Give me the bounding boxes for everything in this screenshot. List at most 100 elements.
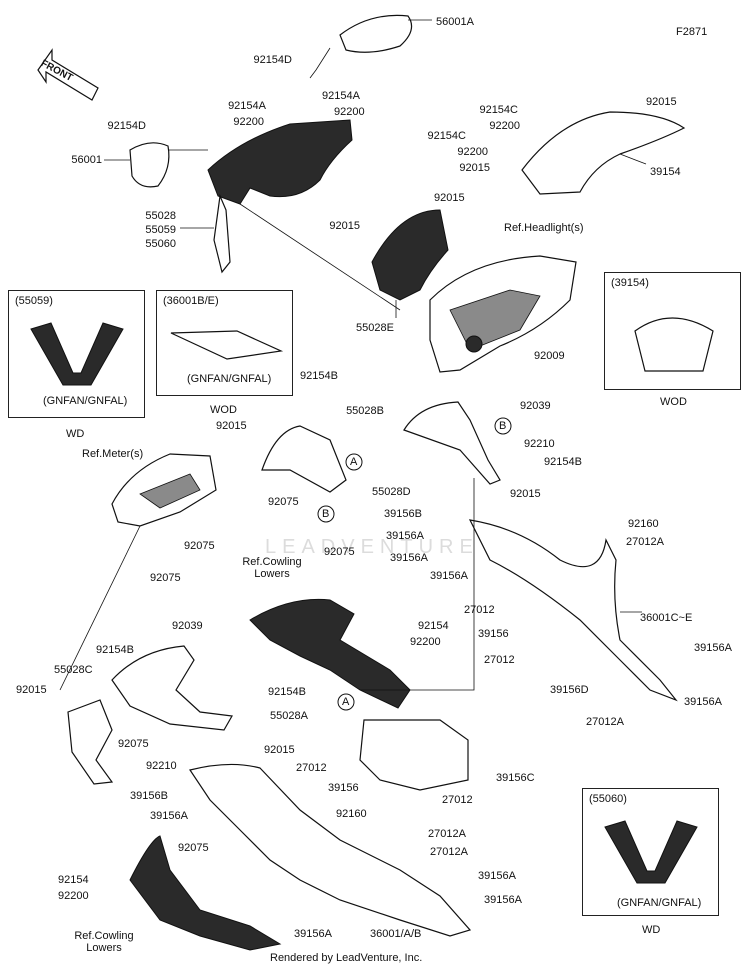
part-label: 92015	[434, 192, 465, 204]
part-label: 92154D	[107, 120, 146, 132]
part-label: 39156A	[294, 928, 332, 940]
inset-note: (GNFAN/GNFAL)	[43, 395, 128, 407]
part-label: 92015	[16, 684, 47, 696]
inner-panel-55028d	[261, 425, 363, 523]
part-label: 36001/A/B	[370, 928, 422, 940]
part-label: 36001C~E	[640, 612, 693, 624]
cowl-piece-icon	[604, 820, 698, 884]
part-label: 92200	[457, 146, 488, 158]
part-label: 55028B	[346, 405, 384, 417]
watermark: LEADVENTURE	[265, 536, 479, 558]
side-cowl-36001c	[468, 519, 678, 702]
part-label: 92154B	[544, 456, 582, 468]
part-label: Ref.Cowling Lowers	[74, 930, 134, 954]
part-label: 27012A	[430, 846, 468, 858]
cowling-lower-upper	[249, 598, 411, 711]
duct-55028e	[371, 209, 449, 318]
part-label: 92075	[178, 842, 209, 854]
inset-caption: WOD	[660, 396, 687, 408]
inset-box-36001be: (36001B/E) (GNFAN/GNFAL)	[156, 290, 293, 396]
part-label: 39156A	[478, 870, 516, 882]
inner-panel-55028a	[111, 645, 233, 731]
mirror-56001a	[309, 14, 432, 79]
part-label: 27012	[442, 794, 473, 806]
part-label: 92210	[524, 438, 555, 450]
part-label: 39156	[328, 782, 359, 794]
figure-code: F2871	[676, 26, 708, 38]
part-label: 55028E	[356, 322, 394, 334]
side-piece-55028b	[403, 401, 512, 485]
part-label: 39156B	[384, 508, 422, 520]
part-label: 92015	[329, 220, 360, 232]
inset-title: (55060)	[589, 793, 627, 805]
callout-b: B	[322, 508, 330, 520]
inset-caption: WD	[642, 924, 661, 936]
part-label: 92160	[336, 808, 367, 820]
part-label: 27012A	[586, 716, 624, 728]
part-label: 27012A	[428, 828, 466, 840]
part-label: 55028A	[270, 710, 308, 722]
part-label: 92154C	[479, 104, 518, 116]
callout-b: B	[499, 420, 507, 432]
footer-credit: Rendered by LeadVenture, Inc.	[270, 952, 423, 964]
callout-a: A	[350, 456, 358, 468]
inset-box-55059: (55059) (GNFAN/GNFAL)	[8, 290, 145, 418]
part-label: 39156	[478, 628, 509, 640]
part-label: 92200	[489, 120, 520, 132]
callout-a: A	[342, 696, 350, 708]
part-label: 55059	[145, 224, 176, 236]
inset-box-39154: (39154)	[604, 272, 741, 390]
headlight-assembly	[429, 255, 577, 373]
part-label: 92154C	[427, 130, 466, 142]
part-label: 92015	[459, 162, 490, 174]
part-label: 92015	[646, 96, 677, 108]
part-label: 39156A	[390, 552, 428, 564]
part-label: 39156A	[386, 530, 424, 542]
part-label: 39156A	[484, 894, 522, 906]
inset-note: (GNFAN/GNFAL)	[187, 373, 272, 385]
windshield-39154	[521, 111, 686, 195]
part-label: 92154A	[228, 100, 266, 112]
part-label: 92154A	[322, 90, 360, 102]
part-label: 39156B	[130, 790, 168, 802]
part-label: 55028D	[372, 486, 411, 498]
part-label: 39156A	[430, 570, 468, 582]
part-label: 27012	[484, 654, 515, 666]
inset-box-55060: (55060) (GNFAN/GNFAL)	[582, 788, 719, 916]
part-label: 92015	[264, 744, 295, 756]
part-label: 55060	[145, 238, 176, 250]
inset-caption: WOD	[210, 404, 237, 416]
panel-icon	[170, 330, 284, 360]
part-label: 92154B	[300, 370, 338, 382]
cowling-lower-bottom	[129, 835, 282, 951]
leader-line	[239, 203, 401, 311]
part-label: 92075	[324, 546, 355, 558]
part-label: 39156A	[694, 642, 732, 654]
part-label: 55028	[145, 210, 176, 222]
part-label: 92015	[510, 488, 541, 500]
part-label: 39156A	[684, 696, 722, 708]
cowl-piece-icon	[30, 322, 124, 386]
sticker-39156c	[359, 719, 469, 791]
part-label: 92154	[418, 620, 449, 632]
part-label: 92039	[172, 620, 203, 632]
upper-bracket	[180, 119, 353, 274]
part-label: 56001	[71, 154, 102, 166]
part-label: 55028C	[54, 664, 93, 676]
part-label: 92015	[216, 420, 247, 432]
part-label: 92154	[58, 874, 89, 886]
side-panel-55028c	[67, 699, 114, 785]
part-label: 92009	[534, 350, 565, 362]
part-label: 92154D	[253, 54, 292, 66]
part-label: 92075	[184, 540, 215, 552]
part-label: 92075	[150, 572, 181, 584]
part-label: 92200	[334, 106, 365, 118]
part-label: 39156D	[550, 684, 589, 696]
part-label: 92200	[410, 636, 441, 648]
part-label: Ref.Headlight(s)	[504, 222, 584, 234]
meter-cover	[111, 453, 217, 527]
windshield-icon	[634, 317, 714, 372]
part-label: 27012A	[626, 536, 664, 548]
part-label: 39154	[650, 166, 681, 178]
